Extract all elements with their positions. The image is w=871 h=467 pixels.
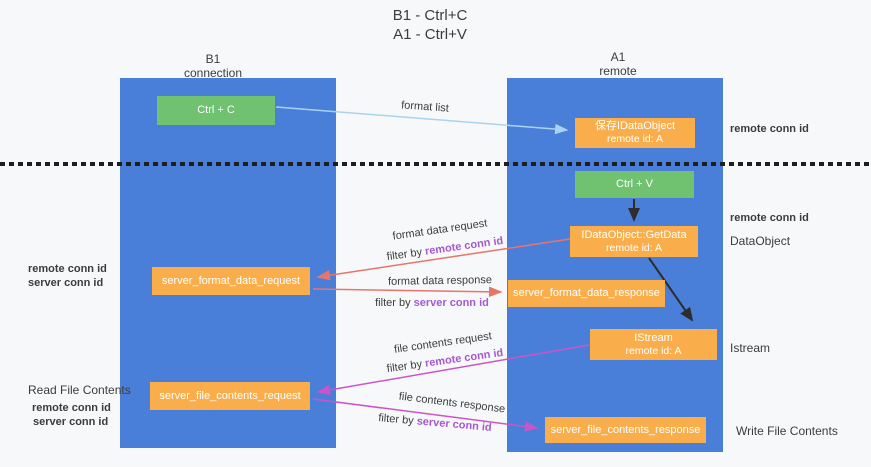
node-ctrl-v-label: Ctrl + V [616, 178, 653, 190]
remote-conn-id-text: remote conn id [32, 402, 111, 414]
node-istream-line2: remote id: A [625, 344, 682, 357]
node-idataobject-getdata: IDataObject::GetData remote id: A [570, 226, 698, 257]
node-save-idataobject: 保存IDataObject remote id: A [575, 118, 695, 148]
node-ctrl-v: Ctrl + V [575, 171, 694, 198]
title-line-1: B1 - Ctrl+C [392, 7, 468, 24]
node-save-idataobject-line2: remote id: A [606, 133, 664, 145]
remote-conn-id-text: remote conn id [424, 346, 504, 370]
edge-label-format-list: format list [365, 97, 486, 117]
file-contents-response-text: file contents response [398, 390, 506, 416]
remote-conn-id-text: remote conn id [730, 123, 809, 135]
edge-label-filter-server-1: filter by server conn id [372, 297, 492, 309]
label-dataobject: DataObject [730, 234, 790, 248]
node-server-format-data-request-label: server_format_data_request [161, 274, 301, 287]
label-remote-conn-id-right-top: remote conn id [730, 122, 809, 136]
label-remote-conn-id-right-mid: remote conn id [730, 211, 809, 225]
lane-left-type: connection [183, 66, 243, 80]
label-remote-conn-id-left-2: remote conn id [32, 401, 111, 415]
istream-text: Istream [730, 341, 771, 355]
node-server-file-contents-response: server_file_contents_response [545, 417, 706, 443]
remote-conn-id-text: remote conn id [730, 212, 809, 224]
write-file-contents-text: Write File Contents [736, 424, 838, 438]
node-idataobject-getdata-line2: remote id: A [605, 241, 663, 254]
format-list-text: format list [400, 99, 450, 115]
filter-by-text: filter by [386, 358, 423, 376]
edge-label-format-data-response: format data response [385, 274, 495, 288]
node-server-file-contents-response-label: server_file_contents_response [550, 423, 701, 436]
node-server-file-contents-request: server_file_contents_request [150, 382, 310, 410]
node-server-format-data-response: server_format_data_response [508, 280, 665, 307]
lane-header-b1-connection: B1 connection [153, 52, 273, 80]
node-idataobject-getdata-line1: IDataObject::GetData [581, 228, 687, 241]
filter-by-text: filter by [375, 297, 411, 309]
label-write-file-contents: Write File Contents [736, 424, 838, 438]
node-server-file-contents-request-label: server_file_contents_request [159, 389, 301, 402]
page-title: B1 - Ctrl+C A1 - Ctrl+V [330, 6, 530, 44]
read-file-contents-text: Read File Contents [28, 383, 131, 397]
server-conn-id-text: server conn id [28, 277, 104, 289]
format-data-response-arrow [312, 286, 503, 298]
filter-by-text: filter by [386, 246, 423, 264]
dashed-divider-line [0, 162, 871, 166]
label-server-conn-id-left-1: server conn id [28, 276, 103, 290]
dataobject-text: DataObject [730, 234, 791, 248]
node-istream-line1: IStream [634, 331, 673, 344]
filter-by-text: filter by [377, 412, 415, 428]
label-server-conn-id-left-2: server conn id [33, 415, 108, 429]
server-conn-id-text: server conn id [413, 297, 489, 309]
edge-label-file-contents-response: file contents response [392, 390, 513, 417]
node-save-idataobject-line1: 保存IDataObject [594, 120, 676, 132]
title-line-2: A1 - Ctrl+V [393, 26, 467, 43]
node-ctrl-c-label: Ctrl + C [197, 104, 235, 116]
server-conn-id-text: server conn id [33, 416, 109, 428]
lane-left-name: B1 [205, 52, 221, 66]
node-ctrl-c: Ctrl + C [157, 96, 275, 125]
node-istream: IStream remote id: A [590, 329, 717, 360]
node-server-format-data-response-label: server_format_data_response [513, 287, 660, 299]
label-read-file-contents: Read File Contents [28, 383, 131, 397]
remote-conn-id-text: remote conn id [424, 234, 504, 258]
edge-label-filter-server-2: filter by server conn id [375, 412, 496, 434]
lane-header-a1-remote: A1 remote [558, 50, 678, 78]
server-conn-id-text: server conn id [416, 415, 493, 434]
format-data-response-text: format data response [387, 274, 493, 288]
lane-right-type: remote [599, 64, 637, 78]
remote-conn-id-text: remote conn id [28, 263, 107, 275]
lane-right-name: A1 [610, 50, 626, 64]
node-server-format-data-request: server_format_data_request [152, 267, 310, 295]
label-remote-conn-id-left-1: remote conn id [28, 262, 107, 276]
label-istream: Istream [730, 341, 770, 355]
